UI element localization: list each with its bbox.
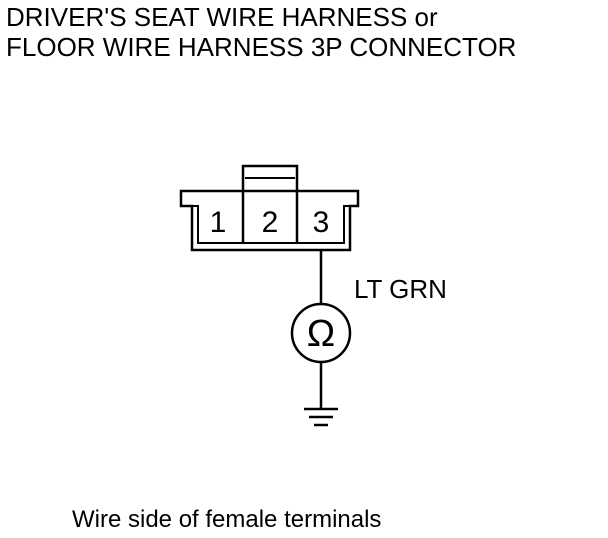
pin-label-2: 2	[262, 206, 279, 239]
diagram-title: DRIVER'S SEAT WIRE HARNESS or FLOOR WIRE…	[6, 2, 516, 62]
diagram-caption: Wire side of female terminals	[72, 506, 382, 533]
diagram-title-line-1: DRIVER'S SEAT WIRE HARNESS or	[6, 2, 438, 32]
ground-icon	[304, 407, 338, 427]
pin-label-3: 3	[313, 206, 330, 239]
ohm-symbol: Ω	[307, 313, 335, 355]
connector-body	[179, 189, 360, 252]
pin-label-1: 1	[210, 206, 227, 239]
connector-pin-labels: 1 2 3	[210, 206, 330, 239]
ohmmeter-icon: Ω	[290, 302, 352, 364]
connector-lock-tab	[241, 164, 299, 191]
connector-3p	[179, 164, 360, 252]
wire-color-label: LT GRN	[354, 274, 447, 304]
diagram-title-line-2: FLOOR WIRE HARNESS 3P CONNECTOR	[6, 32, 517, 62]
connector-cavity-outline	[192, 205, 350, 244]
